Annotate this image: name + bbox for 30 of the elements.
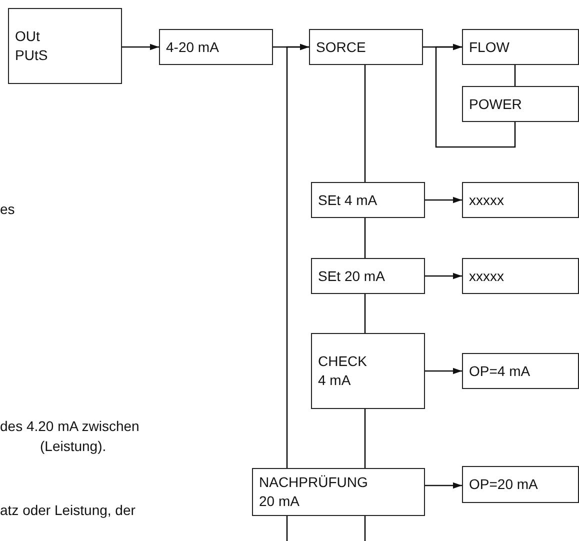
connector-line: [364, 294, 366, 333]
menu-box: xxxxx: [462, 258, 579, 294]
note-text: atz oder Leistung, der: [0, 501, 136, 520]
arrow: [425, 368, 462, 374]
menu-box: CHECK 4 mA: [311, 333, 425, 409]
menu-box: SEt 4 mA: [311, 182, 425, 218]
note-text: des 4.20 mA zwischen: [0, 417, 140, 436]
arrow: [435, 44, 516, 148]
menu-box: xxxxx: [462, 182, 579, 218]
note-text: es: [0, 200, 15, 219]
menu-box: SEt 20 mA: [311, 258, 425, 294]
menu-box: 4-20 mA: [159, 29, 273, 65]
menu-box: SORCE: [309, 29, 423, 65]
note-text: (Leistung).: [40, 437, 106, 456]
menu-box: NACHPRÜFUNG 20 mA: [252, 468, 425, 516]
connector-line: [364, 218, 366, 258]
arrow: [122, 44, 159, 50]
connector-line: [514, 65, 516, 86]
connector-line: [364, 409, 366, 468]
connector-line: [364, 65, 366, 182]
menu-box: OP=4 mA: [462, 353, 579, 389]
menu-box: POWER: [462, 86, 579, 122]
menu-box: FLOW: [462, 29, 579, 65]
connector-line: [364, 516, 366, 541]
arrow: [425, 482, 462, 489]
menu-box: OUt PUtS: [8, 8, 122, 84]
arrow: [286, 44, 309, 541]
menu-box: OP=20 mA: [462, 466, 579, 503]
arrow: [425, 272, 462, 280]
arrow: [425, 196, 462, 204]
